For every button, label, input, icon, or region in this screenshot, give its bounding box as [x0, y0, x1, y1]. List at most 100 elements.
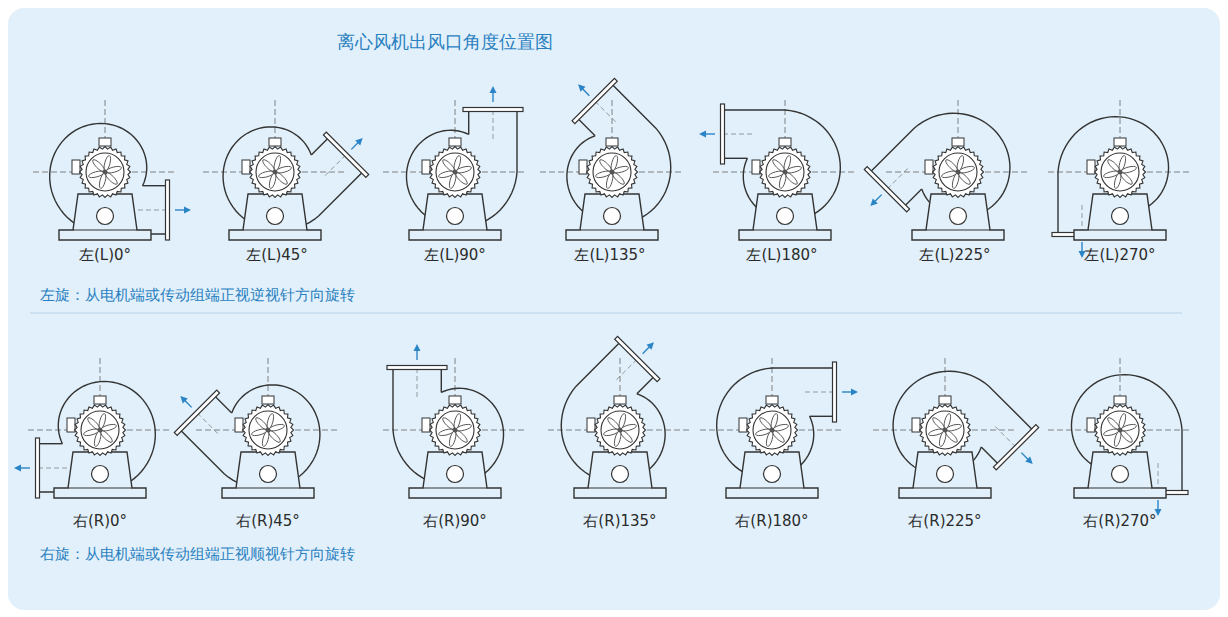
outlet-wall — [810, 416, 834, 417]
pedestal-edge — [423, 230, 487, 231]
centrifugal-fan — [33, 100, 191, 240]
lifting-lug — [952, 138, 964, 146]
pedestal-edge — [423, 488, 487, 489]
hub — [618, 428, 623, 433]
terminal-box — [235, 418, 243, 432]
impeller — [766, 153, 804, 191]
shaft-hole — [1112, 466, 1129, 483]
casing-scroll — [1058, 117, 1169, 234]
hub — [956, 170, 961, 175]
impeller — [1101, 411, 1139, 449]
airflow-arrow — [1157, 500, 1158, 510]
fan-casing — [517, 63, 699, 245]
airflow-arrow — [643, 347, 650, 354]
outlet-wall — [578, 118, 595, 135]
outlet-flange — [463, 108, 523, 112]
rotation-note: 左旋：从电机端或传动组端正视逆视针方向旋转 — [40, 286, 355, 304]
motor-fins — [80, 147, 131, 198]
terminal-box — [912, 418, 920, 432]
centrifugal-fan — [700, 358, 858, 498]
pedestal — [59, 194, 151, 240]
casing-scroll — [202, 94, 363, 255]
fan-casing — [50, 123, 191, 240]
lifting-lug — [269, 138, 281, 146]
outlet-position-label: 右(R)135° — [583, 512, 656, 530]
motor-fins — [760, 147, 811, 198]
motor-fins — [250, 147, 301, 198]
shaft-hole — [267, 208, 284, 225]
airflow-arrow — [582, 89, 589, 96]
casing-scroll — [537, 342, 698, 503]
airflow-arrowhead — [355, 136, 365, 146]
airflow-arrowhead — [647, 340, 657, 350]
centrifugal-fan — [159, 335, 341, 517]
outlet-center-line — [135, 210, 167, 211]
row-separator — [30, 313, 1182, 314]
outlet-center-line — [197, 413, 220, 436]
outlet-position-label: 左(L)270° — [1084, 246, 1155, 264]
outlet-position-label: 左(L)90° — [424, 246, 486, 264]
hub — [98, 428, 103, 433]
pedestal-edge — [1088, 488, 1152, 489]
terminal-box — [67, 418, 75, 432]
lifting-lug — [262, 396, 274, 404]
shaft-hole — [1112, 208, 1129, 225]
motor-fins — [1095, 405, 1146, 456]
fan-casing — [533, 321, 715, 503]
diagram-title: 离心风机出风口角度位置图 — [337, 31, 553, 53]
motor-fins — [595, 405, 646, 456]
pedestal — [229, 194, 321, 240]
pedestal — [726, 452, 818, 498]
impeller — [86, 153, 124, 191]
terminal-box — [752, 160, 760, 174]
outlet-flange — [833, 362, 837, 422]
outlet-wall — [143, 185, 167, 186]
casing-scroll — [180, 352, 341, 513]
impeller — [601, 411, 639, 449]
airflow-arrow — [1021, 453, 1028, 460]
airflow-arrow — [416, 350, 417, 360]
impeller — [81, 411, 119, 449]
outlet-flange — [323, 132, 368, 177]
airflow-arrowhead — [851, 389, 858, 396]
terminal-box — [587, 418, 595, 432]
outlet-flange — [174, 390, 219, 435]
centrifugal-fan — [383, 344, 527, 498]
casing-scroll — [872, 347, 1033, 508]
airflow-arrowhead — [178, 394, 188, 404]
outlet-wall — [214, 396, 231, 413]
impeller — [1101, 153, 1139, 191]
airflow-arrowhead — [414, 344, 421, 351]
airflow-arrowhead — [184, 207, 191, 214]
outlet-position-label: 左(L)135° — [574, 246, 645, 264]
impeller — [753, 411, 791, 449]
hub — [103, 170, 108, 175]
motor-fins — [243, 405, 294, 456]
impeller — [593, 153, 631, 191]
shaft-hole — [92, 466, 109, 483]
pedestal-edge — [68, 488, 132, 489]
outlet-flange — [572, 78, 617, 123]
airflow-arrow — [875, 195, 882, 202]
impeller — [436, 411, 474, 449]
outlet-flange — [721, 104, 725, 164]
pedestal — [409, 452, 501, 498]
airflow-arrow — [842, 391, 852, 392]
motor-fins — [587, 147, 638, 198]
shaft-hole — [447, 208, 464, 225]
fan-casing — [14, 381, 155, 498]
outlet-center-line — [595, 101, 618, 124]
outlet-wall — [441, 368, 442, 392]
pedestal — [574, 452, 666, 498]
hub — [783, 170, 788, 175]
pedestal — [222, 452, 314, 498]
terminal-box — [72, 160, 80, 174]
outlet-center-line — [1082, 202, 1083, 234]
terminal-box — [925, 160, 933, 174]
shaft-hole — [937, 466, 954, 483]
outlet-center-line — [493, 110, 494, 142]
pedestal-edge — [588, 488, 652, 489]
impeller — [939, 153, 977, 191]
motor-fins — [75, 405, 126, 456]
outlet-wall — [38, 443, 62, 444]
